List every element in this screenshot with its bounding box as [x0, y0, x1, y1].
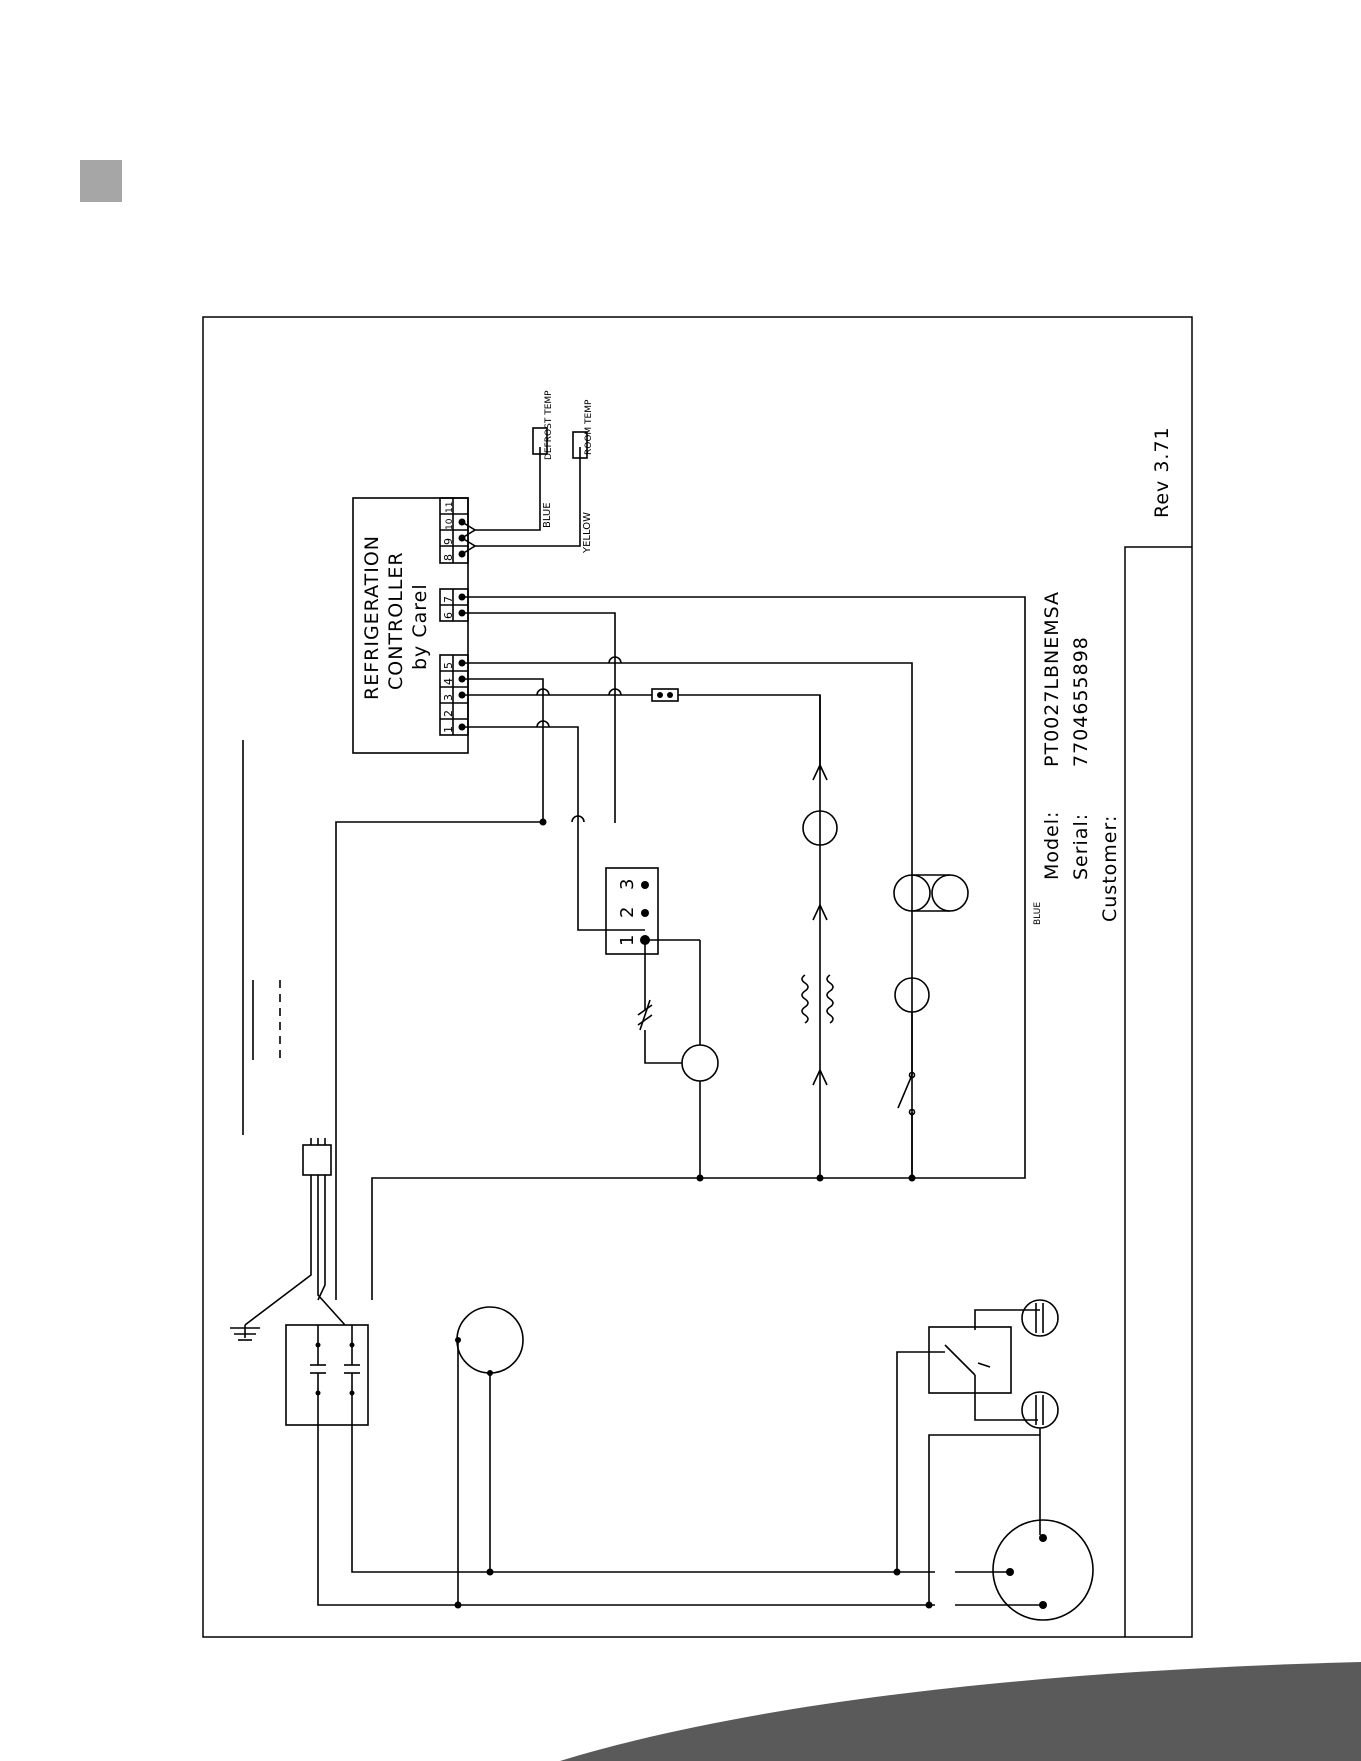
- model-label: Model:: [1041, 811, 1063, 880]
- room-temp-label: ROOM TEMP: [584, 399, 594, 455]
- terminal-4: 4: [442, 678, 455, 685]
- relay-terminal-2: 2: [617, 907, 638, 918]
- title-block-border: [1125, 547, 1192, 1637]
- condenser-fan-motor: [457, 1307, 523, 1373]
- terminal-5: 5: [442, 662, 455, 669]
- serial-value: 7704655898: [1070, 636, 1092, 767]
- controller-title-line3: by Carel: [409, 583, 431, 670]
- controller-title-line1: REFRIGERATION: [361, 535, 383, 700]
- customer-label: Customer:: [1099, 815, 1121, 922]
- terminal-9: 9: [442, 538, 455, 545]
- yellow-wire-label: YELLOW: [582, 512, 593, 554]
- start-relay-box: [929, 1327, 1011, 1393]
- model-value: PT0027LBNEMSA: [1041, 591, 1063, 767]
- terminal-6: 6: [442, 612, 455, 619]
- terminal-8: 8: [442, 554, 455, 561]
- overload-protector: [1022, 1300, 1058, 1336]
- terminal-2: 2: [442, 710, 455, 717]
- terminal-7: 7: [442, 596, 455, 603]
- stray-blue-label: BLUE: [1033, 902, 1043, 925]
- defrost-temp-label: DEFROST TEMP: [544, 390, 554, 460]
- controller-title-line2: CONTROLLER: [385, 551, 407, 690]
- compressor-motor: [682, 1045, 718, 1081]
- page-tab-marker: [80, 160, 122, 202]
- heater-coil: [802, 975, 833, 1023]
- relay-terminal-3: 3: [617, 879, 638, 890]
- terminal-11: 11: [445, 502, 455, 513]
- terminal-10: 10: [445, 518, 455, 530]
- ground-symbol: [230, 1325, 260, 1340]
- light-lamp-right: [932, 875, 968, 911]
- terminal-1: 1: [442, 726, 455, 733]
- revision-label: Rev 3.71: [1151, 426, 1173, 518]
- fuse: [652, 689, 678, 701]
- relay-terminal-1: 1: [617, 935, 638, 946]
- terminal-3: 3: [442, 694, 455, 701]
- blue-wire-label: BLUE: [542, 502, 553, 528]
- filter-capacitor-box: [286, 1325, 368, 1425]
- serial-label: Serial:: [1070, 813, 1092, 880]
- footer-swoosh: [560, 1662, 1361, 1761]
- power-plug: [303, 1145, 331, 1175]
- start-capacitor: [1022, 1392, 1058, 1428]
